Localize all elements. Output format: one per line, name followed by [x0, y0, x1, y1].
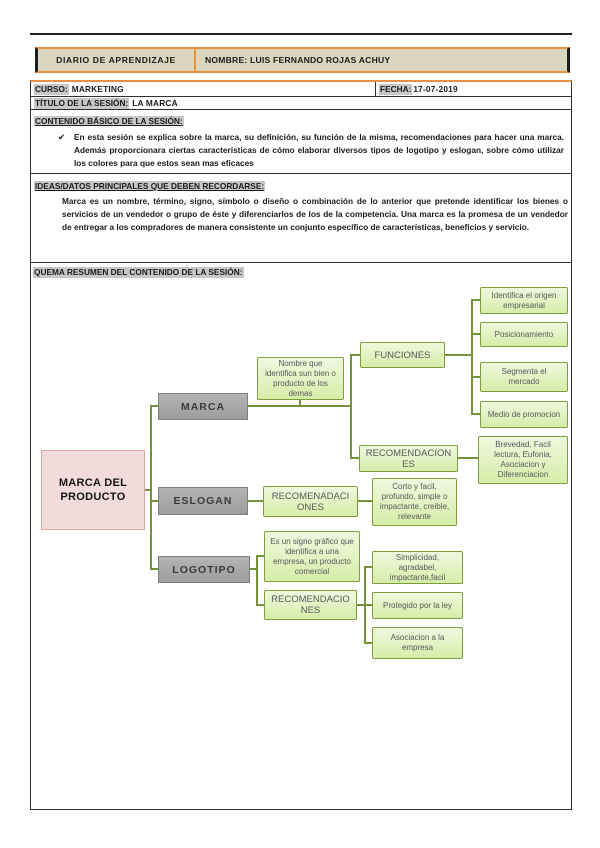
connector-line: [357, 604, 365, 606]
header-table: DIARIO DE APRENDIZAJE NOMBRE: LUIS FERNA…: [35, 47, 570, 73]
connector-line: [150, 568, 159, 570]
fecha-cell: FECHA: 17-07-2019: [376, 82, 571, 96]
node-funciones: FUNCIONES: [360, 342, 445, 368]
form-table: CURSO: MARKETING FECHA: 17-07-2019 TÍTUL…: [30, 80, 572, 810]
contenido-text: En esta sesión se explica sobre la marca…: [74, 132, 564, 168]
node-marca-note: Nombre que identifica sun bien o product…: [257, 357, 344, 400]
connector-line: [358, 500, 372, 502]
node-eslogan-recomendaciones: RECOMENADACIONES: [263, 486, 358, 517]
curso-cell: CURSO: MARKETING: [31, 82, 376, 96]
row-curso-fecha: CURSO: MARKETING FECHA: 17-07-2019: [31, 82, 571, 97]
node-eslogan-recomendaciones-detail: Corto y facil, profundo, simple o impact…: [372, 478, 457, 526]
node-marca: MARCA: [158, 393, 248, 420]
node-logotipo-recomendaciones: RECOMENDACIONES: [264, 590, 357, 620]
node-logotipo-protegido: Protegido por la ley: [372, 592, 463, 619]
connector-line: [445, 354, 473, 356]
document-title: DIARIO DE APRENDIZAJE: [56, 55, 176, 65]
curso-value: MARKETING: [71, 84, 124, 94]
connector-line: [471, 333, 480, 335]
connector-line: [471, 299, 480, 301]
connector-line: [364, 604, 372, 606]
contenido-heading: CONTENIDO BÁSICO DE LA SESIÓN:: [34, 116, 184, 126]
section-contenido: CONTENIDO BÁSICO DE LA SESIÓN: ✔ En esta…: [31, 110, 571, 174]
ideas-text: Marca es un nombre, término, signo, símb…: [62, 196, 568, 232]
connector-line: [248, 500, 263, 502]
connector-line: [144, 489, 152, 491]
node-funcion-posicionamiento: Posicionamiento: [480, 322, 568, 347]
connector-line: [150, 405, 159, 407]
fecha-value: 17-07-2019: [413, 84, 458, 94]
esquema-heading: QUEMA RESUMEN DEL CONTENIDO DE LA SESIÓN…: [33, 267, 244, 278]
titulo-label: TÍTULO DE LA SESIÓN:: [34, 97, 130, 109]
node-eslogan: ESLOGAN: [158, 487, 248, 515]
curso-label: CURSO:: [34, 83, 69, 95]
connector-line: [350, 354, 352, 459]
connector-line: [471, 376, 480, 378]
connector-line: [350, 354, 360, 356]
node-marca-del-producto: MARCA DEL PRODUCTO: [41, 450, 145, 530]
contenido-bullet-row: ✔ En esta sesión se explica sobre la mar…: [34, 131, 568, 170]
node-funcion-origen: Identifica el origen empresarial: [480, 287, 568, 314]
connector-line: [256, 604, 264, 606]
connector-line: [364, 566, 372, 568]
node-marca-recomendaciones-detail: Brevedad, Facil lectura, Eufonia, Asocia…: [478, 436, 568, 484]
top-divider: [30, 33, 572, 35]
node-logotipo: LOGOTIPO: [158, 556, 250, 583]
connector-line: [350, 457, 360, 459]
row-titulo: TÍTULO DE LA SESIÓN: LA MARCA: [31, 97, 571, 110]
connector-line: [471, 413, 480, 415]
checkmark-icon: ✔: [58, 132, 66, 142]
node-logotipo-simplicidad: Simplicidad, agradabel, impactante,facil: [372, 551, 463, 584]
connector-line: [364, 642, 372, 644]
connector-line: [248, 568, 257, 570]
node-logotipo-asociacion: Asociacion a la empresa: [372, 627, 463, 659]
titulo-value: LA MARCA: [132, 98, 178, 108]
header-cell-divider: [194, 49, 196, 71]
student-name: NOMBRE: LUIS FERNANDO ROJAS ACHUY: [205, 55, 391, 65]
connector-line: [471, 299, 473, 415]
node-funcion-segmenta: Segmenta el mercado: [480, 362, 568, 392]
ideas-heading: IDEAS/DATOS PRINCIPALES QUE DEBEN RECORD…: [34, 181, 266, 191]
fecha-label: FECHA:: [379, 83, 413, 95]
connector-line: [256, 555, 264, 557]
connector-line: [299, 400, 301, 407]
connector-line: [458, 457, 478, 459]
node-funcion-promocion: Medio de promocion: [480, 401, 568, 428]
connector-line: [256, 555, 258, 606]
section-ideas: IDEAS/DATOS PRINCIPALES QUE DEBEN RECORD…: [31, 174, 571, 263]
node-logotipo-definicion: Es un signo gráfico que identifica a una…: [264, 531, 360, 582]
connector-line: [150, 500, 159, 502]
connector-line: [150, 405, 152, 570]
node-marca-recomendaciones: RECOMENDACIONES: [359, 445, 458, 472]
